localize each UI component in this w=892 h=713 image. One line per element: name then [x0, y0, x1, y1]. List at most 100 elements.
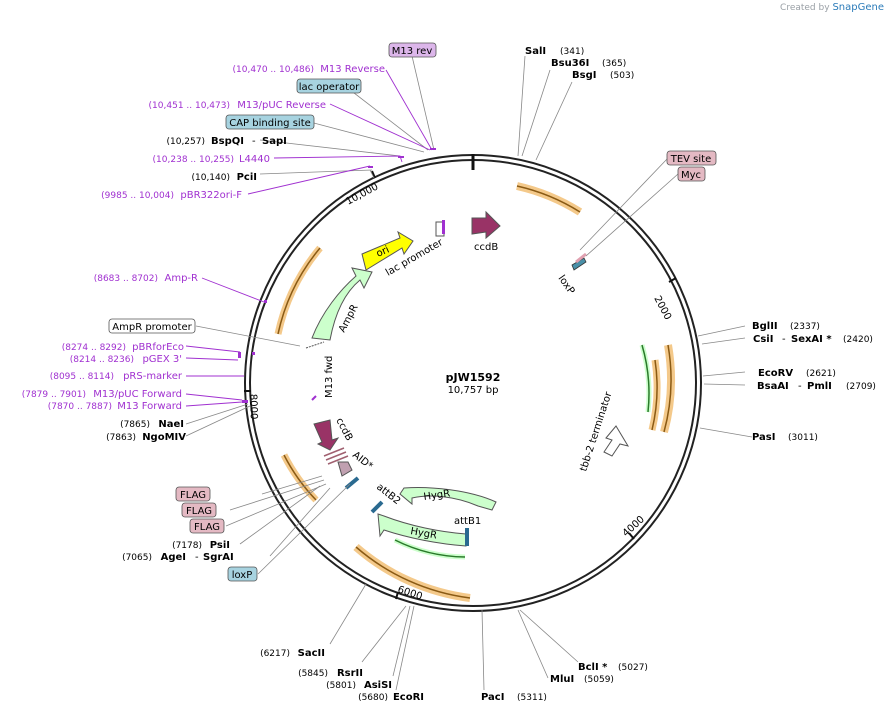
orf-track-top: [516, 182, 583, 216]
feature-aid: AID*: [323, 447, 375, 490]
site-right-2-pos: (503): [610, 71, 634, 81]
orf-track-left-low: [280, 453, 319, 503]
tick-label-10000: 10,000: [344, 182, 380, 208]
site-bottom-1-name: RsrII: [337, 668, 363, 679]
site-left-15-pos: (7065): [122, 553, 152, 563]
box-loxp-text: loxP: [232, 570, 253, 581]
tick-6000: [395, 591, 399, 600]
box-flag-1-text: FLAG: [180, 490, 206, 501]
box-myc: Myc: [677, 166, 706, 182]
m13-fwd-primer: [311, 395, 317, 401]
ampr-arrow: [311, 267, 373, 341]
right-site-labels: SalI (341) Bsu36I (365) BsgI (503) BglII…: [525, 46, 876, 443]
site-right-5-name: EcoRV: [758, 368, 793, 379]
box-loxp: loxP: [227, 566, 258, 582]
site-left-3-pos: (10,238 .. 10,255): [153, 155, 234, 165]
ori-label: ori: [375, 244, 391, 259]
orf-track-right1-line: [663, 344, 672, 433]
green-arc-bottom-line: [394, 539, 466, 558]
site-left-11-name: M13 Forward: [117, 401, 182, 412]
orf-track-right2-line: [651, 359, 658, 431]
box-cap: CAP binding site: [225, 114, 315, 130]
box-flag-3: FLAG: [189, 518, 225, 534]
site-left-2-alt: SapI: [262, 136, 287, 147]
site-left-13-name: NgoMIV: [142, 432, 186, 443]
feature-hygr1: HygR: [399, 487, 497, 511]
tick-4000: [628, 532, 635, 540]
site-left-8-pos: (8214 .. 8236): [70, 355, 134, 365]
site-bottom-1-pos: (5845): [298, 669, 328, 679]
plasmid-size: 10,757 bp: [448, 385, 499, 396]
site-right-7-pos: (3011): [788, 433, 818, 443]
ccdb-bottom-arrow: [313, 419, 340, 451]
site-left-13-pos: (7863): [106, 433, 136, 443]
site-left-7-name: pBRforEco: [132, 342, 184, 353]
credit-prefix: Created by: [780, 3, 830, 13]
feature-ccdb-top: ccdB: [471, 210, 501, 253]
box-flag-1: FLAG: [175, 486, 211, 502]
tbb2-arrow: [603, 425, 630, 457]
tick-10000: [371, 170, 376, 179]
leader-lines: [195, 55, 753, 691]
orf-track-top-line: [516, 185, 581, 213]
site-right-6-alt: PmlI: [807, 381, 832, 392]
site-right-1-name: Bsu36I: [551, 58, 589, 69]
site-right-6-name: BsaAI: [757, 381, 789, 392]
site-right-3-name: BglII: [752, 321, 778, 332]
site-left-9-name: pRS-marker: [123, 371, 183, 382]
aid-mark: [337, 461, 353, 477]
tick-label-2000: 2000: [651, 294, 673, 322]
box-lac-operator-text: lac operator: [299, 82, 360, 93]
primer-ticks: [238, 148, 436, 403]
plasmid-name: pJW1592: [446, 371, 501, 384]
hygr1-arrow: [399, 487, 497, 511]
site-bottom-0-pos: (6217): [260, 649, 290, 659]
orf-track-left-up-line: [277, 247, 321, 335]
box-tev-text: TEV site: [670, 154, 712, 165]
site-bottom-6-pos: (5027): [618, 663, 648, 673]
site-left-2-sep: -: [252, 136, 256, 147]
box-m13-rev-text: M13 rev: [392, 46, 433, 57]
site-bottom-2-name: AsiSI: [364, 680, 392, 691]
green-arc-right-line: [641, 344, 650, 413]
hygr2-label: HygR: [409, 526, 437, 541]
site-left-5-name: pBR322ori-F: [180, 190, 242, 201]
box-ampr-promoter: AmpR promoter: [108, 318, 196, 334]
tbb2-label: tbb-2 terminator: [578, 390, 614, 473]
box-ampr-promoter-text: AmpR promoter: [112, 322, 192, 333]
site-left-14-name: PsiI: [210, 540, 230, 551]
box-tev: TEV site: [666, 150, 717, 166]
lac-primer-mark: [442, 220, 445, 234]
attb1-mark: [465, 528, 469, 546]
feature-m13-fwd: M13 fwd: [305, 341, 335, 401]
ori-arrow: [361, 230, 414, 271]
site-right-1-pos: (365): [602, 59, 626, 69]
box-m13-rev: M13 rev: [388, 42, 437, 58]
site-left-8-name: pGEX 3': [142, 354, 182, 365]
attb1-label: attB1: [454, 516, 481, 527]
site-left-12-pos: (7865): [120, 420, 150, 430]
ccdb-top-arrow: [471, 210, 501, 240]
site-left-1-pos: (10,451 .. 10,473): [149, 101, 230, 111]
site-right-6-sep: -: [798, 381, 802, 392]
aid-label: AID*: [350, 450, 375, 473]
site-right-3-pos: (2337): [790, 322, 820, 332]
feature-loxp-inner: loxP: [556, 252, 587, 297]
site-bottom-0-name: SacII: [298, 648, 325, 659]
site-left-1-name: M13/pUC Reverse: [237, 100, 326, 111]
feature-ampr: AmpR: [311, 267, 373, 341]
orf-track-left-low-line: [283, 454, 317, 501]
site-left-2-name: BspQI: [211, 136, 244, 147]
site-right-4-pos: (2420): [843, 335, 873, 345]
feature-ccdb-bottom: ccdB: [313, 416, 354, 451]
feature-ori: ori: [361, 230, 414, 271]
site-right-7-name: PasI: [752, 432, 775, 443]
site-bottom-5-pos: (5059): [584, 675, 614, 685]
site-left-7-pos: (8274 .. 8292): [62, 343, 126, 353]
site-bottom-2-pos: (5801): [326, 681, 356, 691]
site-left-0-name: M13 Reverse: [320, 64, 385, 75]
ampr-label: AmpR: [337, 303, 361, 335]
tev-myc-mark: [575, 252, 587, 264]
box-flag-3-text: FLAG: [194, 522, 220, 533]
